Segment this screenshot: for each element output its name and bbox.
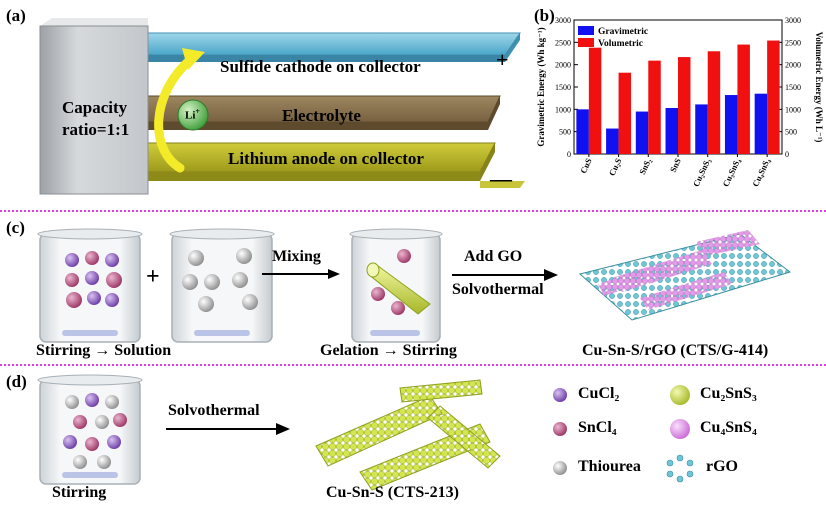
sncl4-icon <box>553 422 567 436</box>
caption-stirring: Stirring <box>52 484 107 501</box>
bar-gravimetric <box>606 128 619 154</box>
bar-volumetric <box>648 60 661 154</box>
x-tick-label: SnS₂ <box>637 156 653 176</box>
y-tick-label-right: 1000 <box>785 105 801 114</box>
cu4sns4-icon <box>670 419 690 439</box>
bar-gravimetric <box>665 107 678 154</box>
cts-g-composite <box>578 230 792 321</box>
bar-volumetric <box>588 47 602 155</box>
bar-volumetric <box>678 57 691 154</box>
divider-bottom <box>0 364 826 366</box>
panel-label-a: (a) <box>6 6 26 25</box>
y-tick-label-right: 2500 <box>785 38 801 47</box>
electrolyte-label: Electrolyte <box>282 106 361 125</box>
beaker-3 <box>349 228 443 343</box>
panel-label-c: (c) <box>6 218 25 237</box>
rgo-icon <box>666 454 694 483</box>
panel-label-d: (d) <box>6 372 27 391</box>
capacity-label-2: ratio=1:1 <box>62 120 130 139</box>
cucl2-icon <box>553 388 567 402</box>
bar-gravimetric <box>695 104 708 154</box>
solvothermal-label-d: Solvothermal <box>168 402 260 419</box>
arrow-icon-c2 <box>544 269 558 281</box>
divider-top <box>0 210 826 212</box>
y-tick-label-left: 500 <box>559 128 571 137</box>
y-tick-label-right: 2000 <box>785 61 801 70</box>
beaker-2 <box>169 228 275 343</box>
y-tick-label-right: 1500 <box>785 83 801 92</box>
x-tick-label: Cu₃SnS₄ <box>720 156 742 188</box>
legend-cu4sns4: Cu₄SnS₄ <box>700 419 757 436</box>
thiourea-icon <box>553 461 567 475</box>
cathode-label: Sulfide cathode on collector <box>220 57 421 76</box>
cts-213-tubes <box>315 379 501 491</box>
legend-label-volumetric: Volumetric <box>598 39 643 49</box>
legend-thiourea: Thiourea <box>578 458 641 475</box>
y-tick-label-left: 1000 <box>555 105 571 114</box>
synthesis-d-diagram <box>37 374 694 491</box>
legend-cucl2: CuCl₂ <box>578 385 620 402</box>
legend-sncl4: SnCl₄ <box>578 419 617 436</box>
legend-rgo: rGO <box>706 458 738 475</box>
bar-gravimetric <box>576 109 589 154</box>
y-tick-label-left: 2000 <box>555 61 571 70</box>
legend-cu2sns3: Cu₂SnS₃ <box>700 385 757 402</box>
panel-label-b: (b) <box>534 6 555 25</box>
x-tick-label: SnS <box>668 156 683 173</box>
legend-swatch-gravimetric <box>578 26 594 35</box>
arrow-icon-c1 <box>328 269 340 279</box>
bar-volumetric <box>767 40 780 155</box>
caption-cts-g-414: Cu-Sn-S/rGO (CTS/G-414) <box>582 342 769 359</box>
x-tick-label: Cu₂SnS₃ <box>691 156 713 188</box>
li-ion-icon <box>177 99 209 131</box>
y-tick-label-left: 3000 <box>555 16 571 25</box>
caption-cts-213: Cu-Sn-S (CTS-213) <box>326 484 459 501</box>
legend-swatch-volumetric <box>578 38 594 47</box>
bar-gravimetric <box>635 111 649 154</box>
capacity-label-1: Capacity <box>62 98 128 117</box>
y-tick-label-left: 1500 <box>555 83 571 92</box>
x-tick-label: Cu₂S <box>607 156 624 177</box>
cu2sns3-icon <box>670 385 690 405</box>
y-tick-label-left: 2500 <box>555 38 571 47</box>
mixing-label: Mixing <box>272 248 321 265</box>
bar-gravimetric <box>754 93 768 154</box>
plus-terminal: + <box>496 47 509 72</box>
synthesis-c-diagram <box>37 228 792 343</box>
caption-gelation-stirring: Gelation → Stirring <box>320 342 457 359</box>
x-tick-label: Cu₄SnS₄ <box>750 156 772 188</box>
y-tick-label-right: 0 <box>785 150 789 159</box>
y-tick-label-left: 0 <box>567 150 571 159</box>
y-axis-label-right: Volumetric Energy (Wh L⁻¹) <box>814 32 824 143</box>
bar-gravimetric <box>724 95 738 154</box>
minus-terminal: — <box>490 166 512 191</box>
bar-volumetric <box>707 51 721 155</box>
beaker-1 <box>37 228 143 343</box>
x-tick-label: CuS <box>578 156 594 175</box>
legend-label-gravimetric: Gravimetric <box>598 27 648 37</box>
bar-volumetric <box>737 44 750 154</box>
energy-bar-chart: 0 0 500 500 1000 1000 1500 1500 2000 2000 2500 2500… <box>536 16 824 188</box>
plus-sign: + <box>146 264 160 290</box>
y-tick-label-right: 500 <box>785 128 797 137</box>
beaker-4 <box>37 374 143 485</box>
arrow-icon <box>182 48 205 70</box>
capacity-block <box>39 25 149 195</box>
y-tick-label-right: 3000 <box>785 16 801 25</box>
solvothermal-label-c: Solvothermal <box>452 281 544 298</box>
arrow-icon-d <box>276 423 290 435</box>
bar-volumetric <box>618 72 632 154</box>
li-ion-label: Li+ <box>185 107 200 122</box>
caption-stirring-solution: Stirring → Solution <box>36 342 172 359</box>
y-axis-label-left: Gravimetric Energy (Wh kg⁻¹) <box>536 27 546 146</box>
battery-diagram <box>39 18 525 195</box>
anode-label: Lithium anode on collector <box>228 149 424 168</box>
add-go-label: Add GO <box>464 248 523 265</box>
